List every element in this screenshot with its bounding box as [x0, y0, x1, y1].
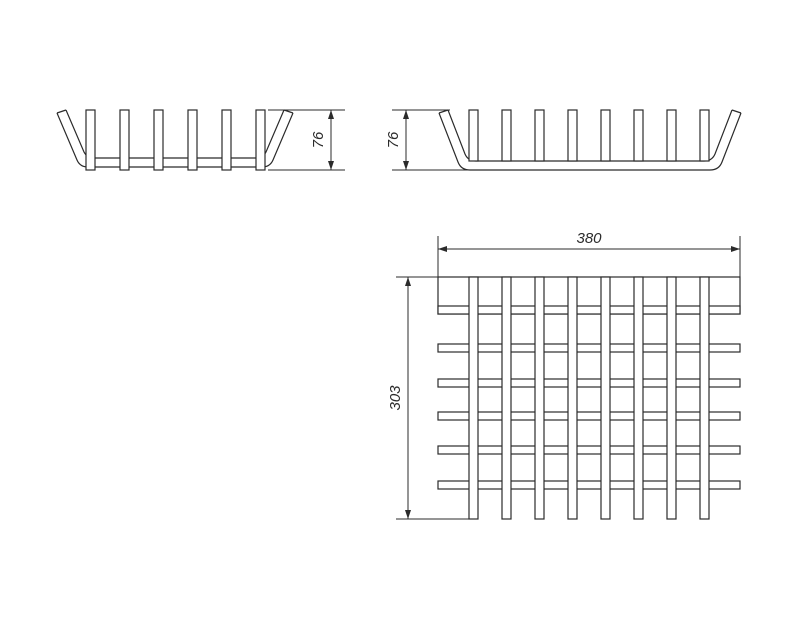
top-rung-6 — [437, 480, 741, 490]
top-bar-5 — [600, 276, 611, 520]
front-height-dimension: 76 — [385, 109, 470, 171]
front-bar-3 — [534, 109, 545, 162]
side-bar-3 — [153, 109, 164, 171]
side-height-dimension: 76 — [268, 109, 345, 171]
front-height-label: 76 — [385, 131, 402, 148]
top-rung-5 — [437, 445, 741, 455]
front-bar-8 — [699, 109, 710, 162]
top-bar-4 — [567, 276, 578, 520]
front-bar-1 — [468, 109, 479, 162]
side-view — [56, 109, 294, 171]
top-view — [437, 276, 741, 520]
depth-dimension: 303 — [387, 276, 475, 520]
side-bar-1 — [85, 109, 96, 171]
top-bar-3 — [534, 276, 545, 520]
front-bar-6 — [633, 109, 644, 162]
width-dimension: 380 — [437, 230, 741, 300]
top-bar-1 — [468, 276, 479, 520]
depth-label: 303 — [387, 385, 404, 411]
top-rung-1 — [437, 305, 741, 315]
top-rung-2 — [437, 343, 741, 353]
top-bar-6 — [633, 276, 644, 520]
front-bar-2 — [501, 109, 512, 162]
side-bar-4 — [187, 109, 198, 171]
top-bar-7 — [666, 276, 677, 520]
width-label: 380 — [576, 230, 602, 247]
top-rung-3 — [437, 378, 741, 388]
side-bar-6 — [255, 109, 266, 171]
side-bar-5 — [221, 109, 232, 171]
top-rung-4 — [437, 411, 741, 421]
front-bar-5 — [600, 109, 611, 162]
front-bar-4 — [567, 109, 578, 162]
front-bar-7 — [666, 109, 677, 162]
side-bar-2 — [119, 109, 130, 171]
top-bar-8 — [699, 276, 710, 520]
side-height-label: 76 — [310, 131, 327, 148]
front-view — [438, 109, 742, 171]
top-bar-2 — [501, 276, 512, 520]
